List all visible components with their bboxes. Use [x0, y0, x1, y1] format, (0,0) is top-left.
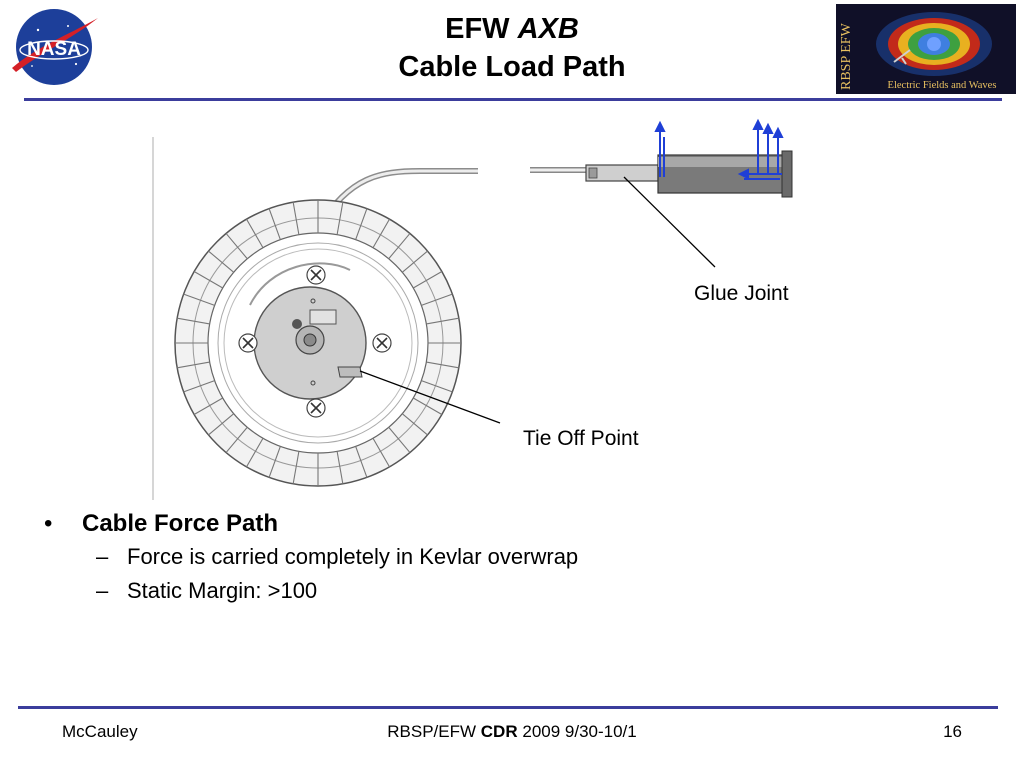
footer-project: RBSP/EFW: [387, 722, 477, 741]
cable-end-fitting: [530, 150, 793, 198]
force-arrows: [654, 118, 784, 180]
nasa-logo-text: NASA: [27, 39, 81, 60]
title-line-2: Cable Load Path: [398, 51, 626, 83]
cable-spool: [174, 199, 462, 487]
footer-rule: [18, 706, 998, 709]
bullet-main-text: Cable Force Path: [82, 510, 279, 537]
rbsp-logo-caption: Electric Fields and Waves: [888, 80, 997, 91]
bullet-list: • Cable Force Path – Force is carried co…: [40, 508, 578, 608]
glue-joint-leader: [623, 176, 716, 268]
sub-bullet-margin: – Static Margin: >100: [40, 574, 578, 608]
bullet-cable-force-path: • Cable Force Path: [40, 508, 578, 540]
sub-bullet-text: Static Margin: >100: [127, 578, 318, 603]
sub-bullet-dash: –: [96, 544, 109, 569]
glue-joint-label: Glue Joint: [694, 282, 789, 305]
header-rule: [24, 98, 1002, 101]
bullet-dot: •: [44, 510, 53, 537]
nasa-logo: NASA: [12, 9, 98, 85]
rbsp-logo-vertical: RBSP EFW: [839, 22, 854, 90]
rbsp-efw-logo: RBSP EFW Electric Fields and Waves: [836, 4, 1016, 94]
cable-load-path-figure: [152, 118, 793, 500]
tie-off-point-label: Tie Off Point: [523, 427, 639, 450]
footer-dates: 2009 9/30-10/1: [522, 722, 637, 741]
sub-bullet-text: Force is carried completely in Kevlar ov…: [127, 544, 579, 569]
footer-center: RBSP/EFW CDR 2009 9/30-10/1: [0, 722, 1024, 742]
footer-review: CDR: [480, 722, 518, 741]
tie-off-leader: [359, 370, 501, 424]
sub-bullet-dash: –: [96, 578, 109, 603]
page-number: 16: [943, 722, 962, 741]
title-italic: AXB: [517, 13, 579, 45]
sub-bullet-force: – Force is carried completely in Kevlar …: [40, 540, 578, 574]
footer-author: McCauley: [62, 722, 138, 741]
title-prefix: EFW: [445, 13, 510, 45]
slide-title: EFW AXB Cable Load Path: [0, 10, 1024, 86]
